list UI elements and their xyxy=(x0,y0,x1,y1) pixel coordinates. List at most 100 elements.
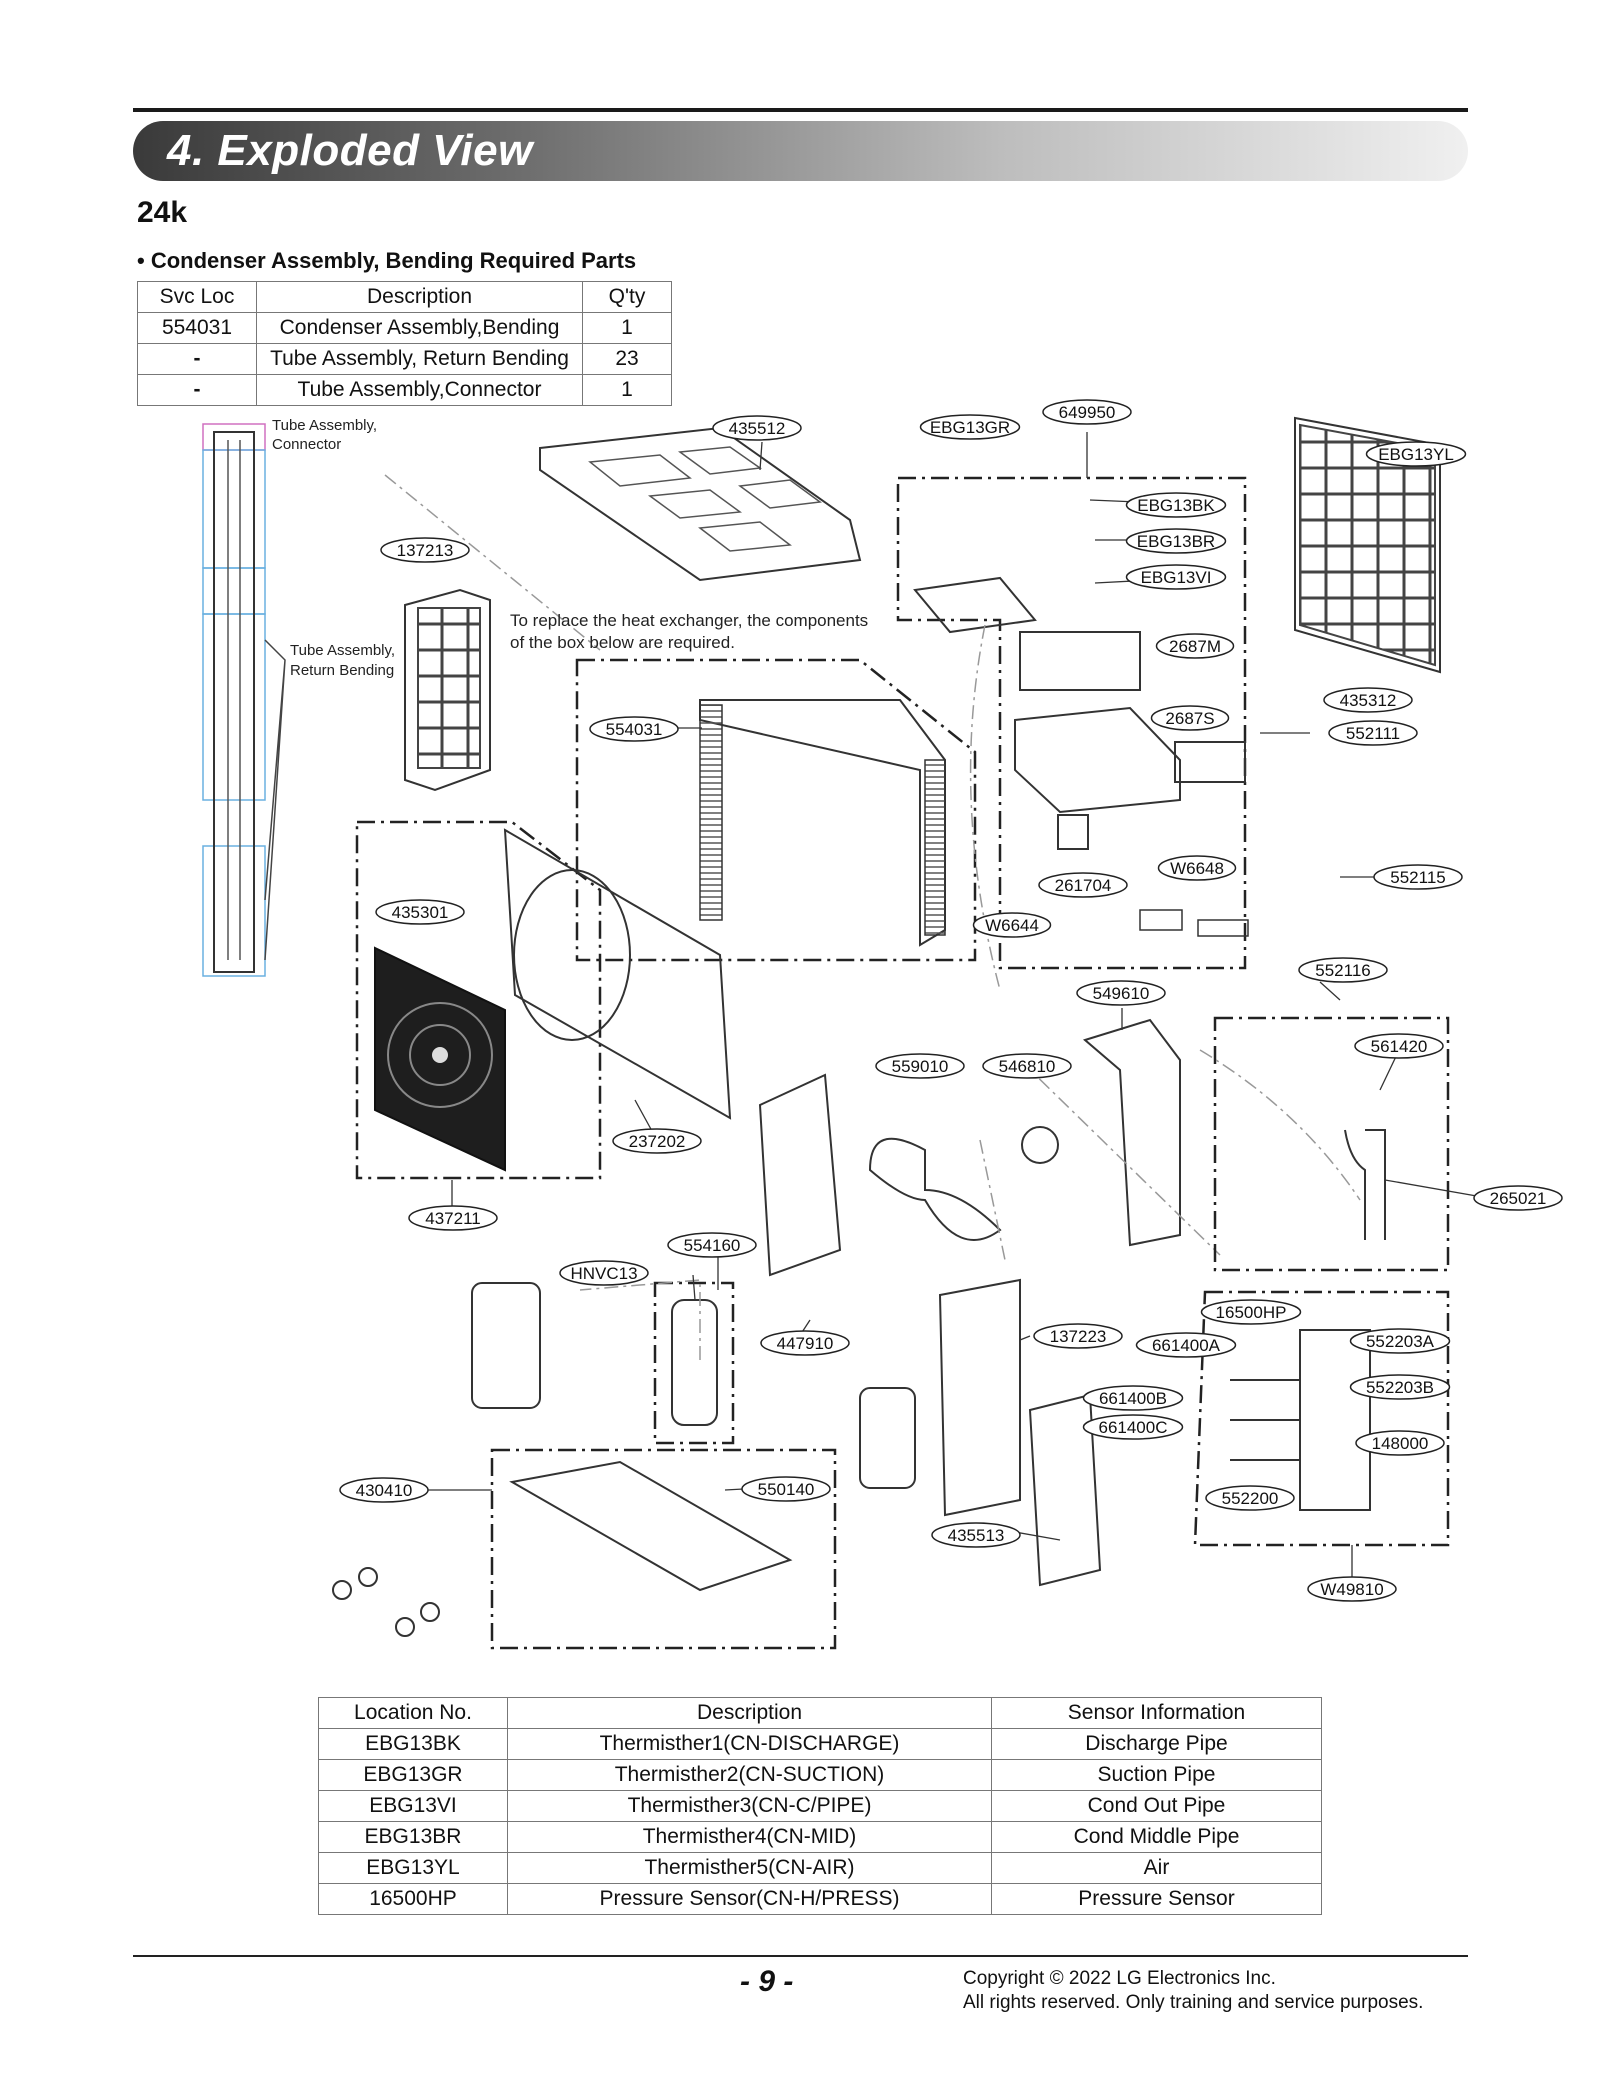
col-header: Q'ty xyxy=(582,281,672,313)
callout-label: 265021 xyxy=(1490,1189,1547,1208)
callout-label: 552200 xyxy=(1222,1489,1279,1508)
callout-label: 435513 xyxy=(948,1526,1005,1545)
callout-bubble xyxy=(1033,1323,1123,1349)
callout-bubble xyxy=(875,1053,965,1079)
side-label: Tube Assembly, xyxy=(290,642,395,659)
callout-bubble xyxy=(1125,528,1227,554)
callout-bubble xyxy=(1157,855,1237,881)
callout-bubble xyxy=(1298,957,1388,983)
callout-bubble xyxy=(1473,1185,1563,1211)
callout-label: W6644 xyxy=(985,916,1039,935)
callout-label: 437211 xyxy=(425,1209,480,1228)
callout-bubble xyxy=(559,1260,649,1286)
table-cell: Condenser Assembly,Bending xyxy=(256,312,583,344)
callout-bubble xyxy=(1038,872,1128,898)
callout-label: 549610 xyxy=(1093,984,1150,1003)
table-cell: EBG13BR xyxy=(318,1821,508,1853)
table-cell: Thermisther3(CN-C/PIPE) xyxy=(507,1790,992,1822)
table-row: 554031 Condenser Assembly,Bending 1 xyxy=(137,312,672,344)
callout-label: 561420 xyxy=(1371,1037,1428,1056)
bending-parts-title: • Condenser Assembly, Bending Required P… xyxy=(137,248,637,273)
table-cell: Tube Assembly, Return Bending xyxy=(256,343,583,375)
callout-bubble xyxy=(1349,1374,1451,1400)
callout-bubble xyxy=(612,1128,702,1154)
col-header: Location No. xyxy=(318,1697,508,1729)
callout-bubble xyxy=(1200,1299,1302,1325)
callout-bubble xyxy=(408,1205,498,1231)
callout-label: 447910 xyxy=(777,1334,834,1353)
callout-bubble xyxy=(667,1232,757,1258)
callout-label: 661400B xyxy=(1099,1389,1167,1408)
copyright-text: Copyright © 2022 LG Electronics Inc. xyxy=(963,1968,1276,1989)
callout-label: 552203A xyxy=(1366,1332,1435,1351)
side-label: Return Bending xyxy=(290,662,394,679)
table-cell: EBG13GR xyxy=(318,1759,508,1791)
side-label: Connector xyxy=(272,436,341,453)
table-cell: EBG13VI xyxy=(318,1790,508,1822)
heat-exchanger-box xyxy=(575,658,977,962)
callout-bubble xyxy=(1307,1576,1397,1602)
callout-bubble xyxy=(1365,441,1467,467)
callout-bubble xyxy=(339,1477,429,1503)
callout-label: EBG13YL xyxy=(1378,445,1454,464)
callout-bubble xyxy=(1354,1033,1444,1059)
callout-bubble xyxy=(972,912,1052,938)
table-cell: Thermisther5(CN-AIR) xyxy=(507,1852,992,1884)
diagram-note: To replace the heat exchanger, the compo… xyxy=(510,611,868,630)
table-cell: EBG13BK xyxy=(318,1728,508,1760)
model-heading: 24k xyxy=(137,196,188,229)
callout-label: 237202 xyxy=(629,1132,686,1151)
dashed-connectors xyxy=(384,474,1361,1360)
callout-label: 16500HP xyxy=(1216,1303,1287,1322)
table-cell: Thermisther2(CN-SUCTION) xyxy=(507,1759,992,1791)
rights-text: All rights reserved. Only training and s… xyxy=(963,1992,1424,2013)
motor-fan-parts xyxy=(758,1018,1221,1277)
base-pan xyxy=(332,1448,837,1650)
callout-label: EBG13BR xyxy=(1137,532,1215,551)
callout-bubble xyxy=(1125,564,1227,590)
callout-label: 137223 xyxy=(1050,1327,1107,1346)
front-panel-box xyxy=(355,820,732,1180)
diagram-note: of the box below are required. xyxy=(510,633,735,652)
callout-bubble xyxy=(712,415,802,441)
callout-bubble xyxy=(1328,720,1418,746)
callout-bubble xyxy=(1082,1385,1184,1411)
callout-label: 261704 xyxy=(1055,876,1112,895)
copyright-block: Copyright © 2022 LG Electronics Inc. All… xyxy=(963,1967,1423,2015)
top-rule xyxy=(133,108,1468,112)
callout-label: 649950 xyxy=(1059,403,1116,422)
control-box xyxy=(896,476,1249,970)
col-header: Description xyxy=(507,1697,992,1729)
callout-bubble xyxy=(1373,864,1463,890)
sensor-table: Location No. Description Sensor Informat… xyxy=(318,1697,1322,1915)
callout-label: 552111 xyxy=(1346,724,1400,743)
callout-bubble xyxy=(982,1053,1072,1079)
callout-label: 559010 xyxy=(892,1057,949,1076)
callout-label: 148000 xyxy=(1372,1434,1429,1453)
col-header: Sensor Information xyxy=(991,1697,1322,1729)
callout-bubble xyxy=(380,537,470,563)
table-cell: Cond Middle Pipe xyxy=(991,1821,1322,1853)
callout-label: 550140 xyxy=(758,1480,815,1499)
side-panel-grille xyxy=(404,588,491,792)
section-title: 4. Exploded View xyxy=(167,126,533,175)
top-cover-panel xyxy=(539,426,862,582)
callout-label: 435512 xyxy=(729,419,786,438)
callout-label: 435312 xyxy=(1340,691,1397,710)
section-banner: 4. Exploded View xyxy=(133,121,1468,181)
callout-label: EBG13BK xyxy=(1137,496,1215,515)
col-header: Svc Loc xyxy=(137,281,257,313)
valve-box-right xyxy=(1193,1016,1450,1547)
callout-label: 2687S xyxy=(1165,709,1214,728)
side-text: Tube Assembly, Connector Tube Assembly, … xyxy=(272,417,868,679)
callout-bubble xyxy=(1125,492,1227,518)
callout-bubble xyxy=(589,716,679,742)
table-cell: 23 xyxy=(582,343,672,375)
